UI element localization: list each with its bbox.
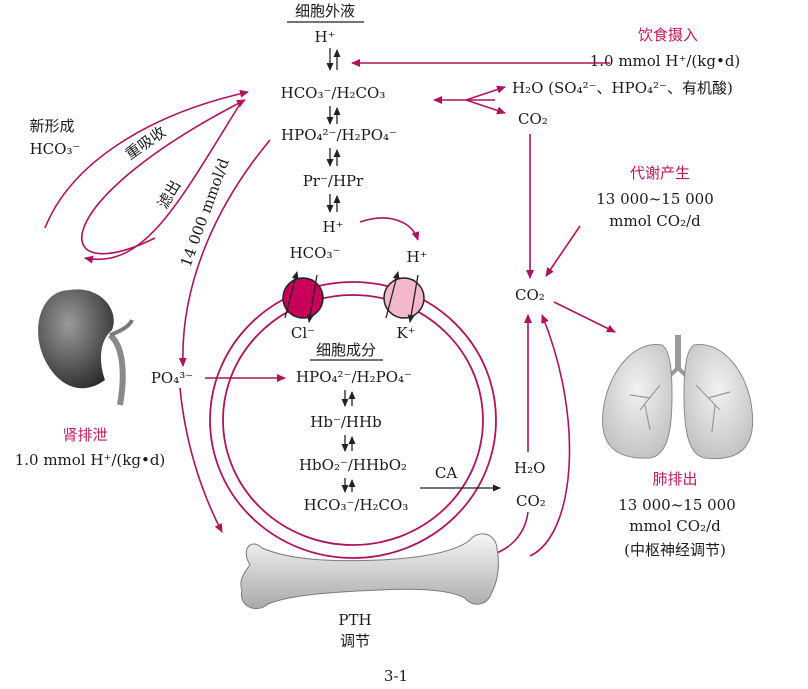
arrow-k-out: [407, 274, 419, 323]
equilibrium-6: [341, 435, 356, 452]
arrow-h-to-exchanger: [359, 217, 420, 241]
intracellular-hbo2: HbO₂⁻/HHbO₂: [299, 456, 407, 474]
extracellular-title: 细胞外液: [295, 2, 355, 20]
new-hco3-label-2: HCO₃⁻: [30, 140, 81, 158]
arrow-new-hco3: [44, 89, 249, 229]
extracellular-h: H⁺: [315, 28, 336, 46]
arrow-to-co2: [465, 99, 506, 115]
equilibrium-2: [326, 106, 341, 125]
diet-co2: CO₂: [518, 110, 548, 128]
intracellular-h2o: H₂O: [514, 459, 545, 477]
equilibrium-4: [326, 194, 341, 213]
cell-membrane-outer: [209, 281, 497, 559]
ca-label: CA: [435, 464, 457, 482]
po4-label: PO₄³⁻: [151, 369, 193, 387]
metabolism-title: 代谢产生: [630, 164, 690, 182]
equilibrium-3: [326, 148, 341, 167]
exchanger-hco3-cl: [282, 277, 324, 319]
metabolism-unit: mmol CO₂/d: [609, 212, 701, 230]
kidney-excrete-amount: 1.0 mmol H⁺/(kg•d): [15, 451, 166, 469]
arrow-to-h2o: [465, 85, 506, 101]
transport-h: H⁺: [407, 248, 428, 266]
arrow-metabolism-to-co2: [545, 225, 581, 277]
arrow-to-po4: [178, 139, 271, 367]
equilibrium-1: [326, 48, 341, 71]
intracellular-hco3-h2co3: HCO₃⁻/H₂CO₃: [304, 496, 409, 514]
arrow-po4-to-bone: [179, 387, 223, 533]
filter-label: 滤出: [154, 177, 185, 212]
extracellular-hpo4-h2po4: HPO₄²⁻/H₂PO₄⁻: [281, 126, 397, 144]
intracellular-hb: Hb⁻/HHb: [310, 413, 381, 431]
new-hco3-label-1: 新形成: [29, 117, 74, 135]
intracellular-co2: CO₂: [516, 492, 546, 510]
metabolism-amount: 13 000~15 000: [596, 190, 714, 208]
transport-k: K⁺: [396, 324, 415, 342]
transport-cl: Cl⁻: [291, 324, 315, 342]
lung-amount: 13 000~15 000: [618, 496, 736, 514]
cell-membrane-inner: [222, 294, 484, 546]
lung-image: [602, 335, 754, 460]
kidney-image: [38, 289, 134, 406]
arrow-cl-in: [306, 274, 318, 323]
lung-note: (中枢神经调节): [624, 541, 726, 559]
intracellular-title: 细胞成分: [316, 341, 376, 359]
arrow-h-in: [385, 271, 400, 319]
extracellular-hco3-h2co3: HCO₃⁻/H₂CO₃: [281, 84, 386, 102]
equilibrium-7: [341, 478, 356, 493]
arrow-bone-to-co2: [529, 314, 571, 557]
daily-filter-label: 14 000 mmol/d: [177, 156, 233, 270]
lung-unit: mmol CO₂/d: [629, 517, 721, 535]
bone-image: [240, 533, 499, 610]
lung-title: 肺排出: [652, 470, 697, 488]
diet-amount: 1.0 mmol H⁺/(kg•d): [590, 52, 741, 70]
kidney-excrete-title: 肾排泄: [62, 426, 107, 444]
figure-label: 3-1: [384, 667, 408, 685]
extracellular-h-lower: H⁺: [323, 218, 344, 236]
metabolism-co2: CO₂: [515, 286, 545, 304]
bone-regulation: 调节: [340, 632, 370, 650]
exchanger-h-k: [383, 277, 425, 319]
equilibrium-5: [341, 390, 356, 407]
intracellular-hpo4-h2po4: HPO₄²⁻/H₂PO₄⁻: [296, 368, 412, 386]
diet-h2o-products: H₂O (SO₄²⁻、HPO₄²⁻、有机酸): [512, 79, 733, 97]
arrow-filter: [84, 103, 241, 264]
arrow-co2-to-lung: [553, 301, 616, 333]
bone-pth: PTH: [338, 611, 371, 629]
arrow-reabsorb: [80, 99, 246, 255]
arrow-hco3-out: [284, 271, 299, 319]
extracellular-pr-hpr: Pr⁻/HPr: [303, 172, 364, 190]
transport-hco3: HCO₃⁻: [290, 244, 341, 262]
diet-title: 饮食摄入: [638, 26, 698, 44]
